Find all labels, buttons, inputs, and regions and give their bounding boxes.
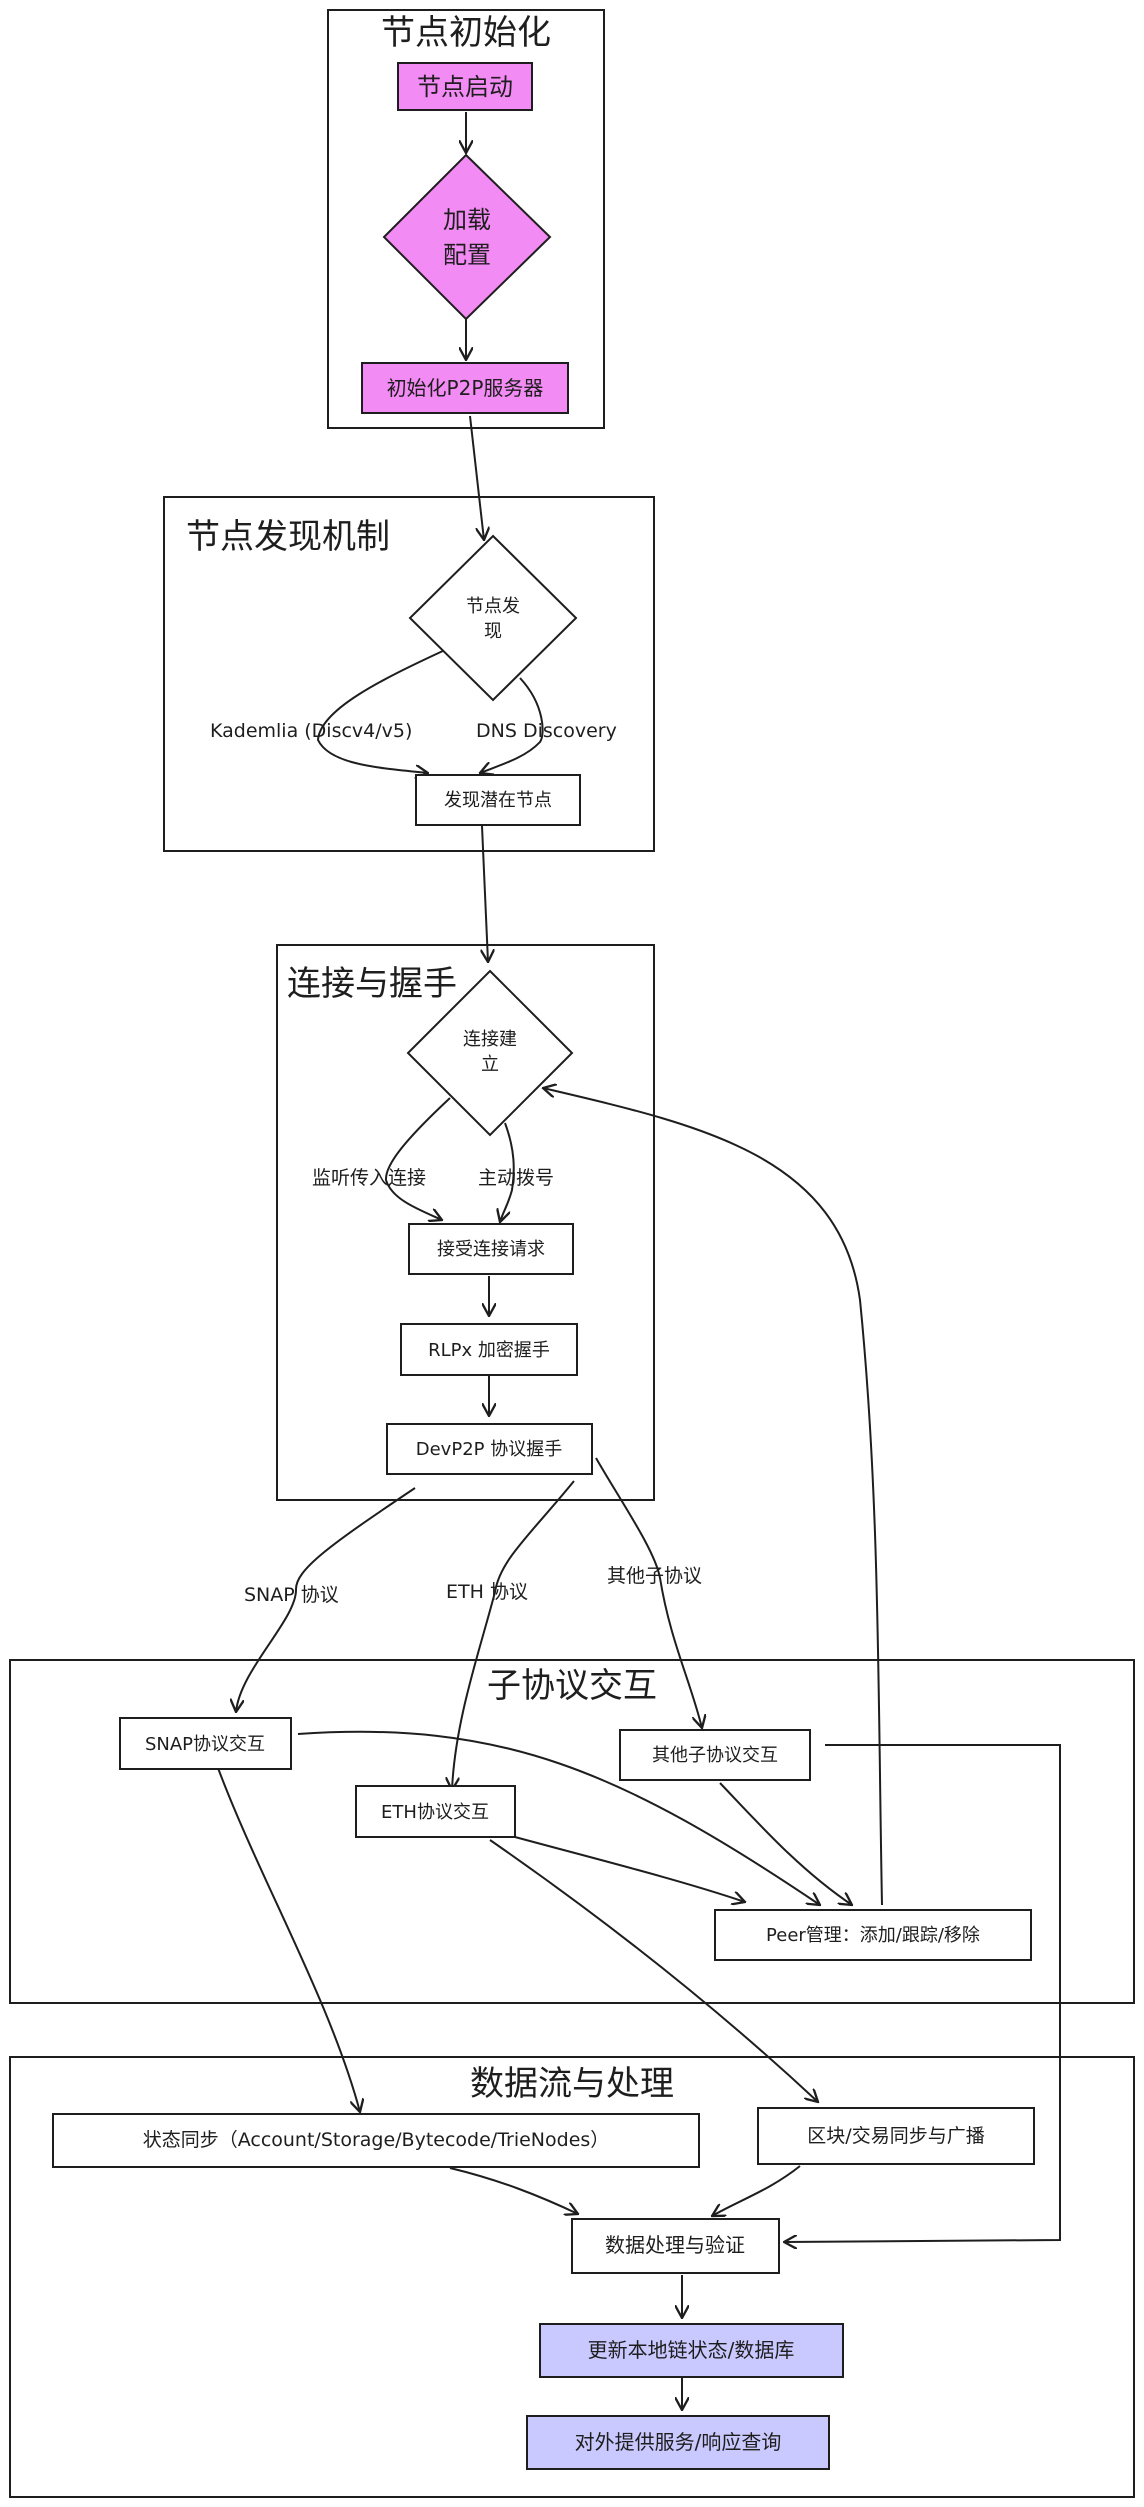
edge-found-connect	[482, 825, 488, 962]
node-other-interaction: 其他子协议交互	[619, 1729, 811, 1781]
node-connect-line2: 立	[481, 1054, 499, 1075]
node-accept: 接受连接请求	[408, 1223, 574, 1275]
node-snap-interaction-label: SNAP协议交互	[145, 1734, 265, 1755]
edge-devp2p-other	[595, 1457, 702, 1728]
edge-label-other: 其他子协议	[607, 1565, 702, 1587]
node-load-config-line1: 加载	[443, 206, 491, 234]
node-eth-interaction-label: ETH协议交互	[381, 1802, 489, 1823]
group-title-connect: 连接与握手	[287, 964, 457, 1004]
group-dataflow: 数据流与处理	[9, 2056, 1135, 2498]
group-title-dataflow: 数据流与处理	[470, 2064, 674, 2104]
node-block-sync: 区块/交易同步与广播	[757, 2107, 1035, 2165]
node-update-db: 更新本地链状态/数据库	[539, 2323, 844, 2378]
group-init: 节点初始化	[327, 9, 605, 429]
edge-devp2p-eth	[452, 1480, 575, 1790]
edge-devp2p-snap	[236, 1487, 416, 1712]
node-init-p2p-label: 初始化P2P服务器	[387, 376, 544, 400]
node-discovery-line1: 节点发	[466, 596, 520, 617]
edge-snap-state	[217, 1767, 360, 2112]
node-process: 数据处理与验证	[571, 2218, 780, 2274]
edge-peer-connect	[543, 1088, 883, 1906]
node-process-label: 数据处理与验证	[605, 2233, 745, 2257]
node-discovery: 节点发 现	[408, 534, 578, 702]
edge-listen	[384, 1097, 451, 1220]
node-state-sync-label: 状态同步（Account/Storage/Bytecode/TrieNodes）	[143, 2129, 610, 2151]
node-block-sync-label: 区块/交易同步与广播	[807, 2125, 984, 2147]
edge-snap-peer	[297, 1730, 820, 1905]
edge-labels: Kademlia (Discv4/v5) DNS Discovery 监听传入连…	[210, 720, 702, 1606]
node-discovery-line2: 现	[484, 621, 502, 642]
group-subproto: 子协议交互	[9, 1659, 1135, 2004]
node-init-p2p: 初始化P2P服务器	[361, 362, 569, 414]
edge-kademlia	[316, 649, 446, 773]
node-eth-interaction: ETH协议交互	[355, 1785, 516, 1838]
edge-label-snap: SNAP 协议	[244, 1584, 339, 1606]
edge-block-process	[712, 2165, 801, 2216]
node-load-config-line2: 配置	[443, 241, 491, 269]
edge-other-peer	[719, 1782, 852, 1905]
node-connect: 连接建 立	[406, 969, 574, 1137]
edge-init-discovery	[469, 415, 484, 540]
edge-label-kademlia: Kademlia (Discv4/v5)	[210, 720, 412, 742]
group-title-init: 节点初始化	[381, 13, 551, 53]
edge-label-dial: 主动拨号	[478, 1167, 554, 1189]
group-discovery: 节点发现机制	[163, 496, 655, 852]
edge-eth-block	[489, 1839, 818, 2102]
group-title-subproto: 子协议交互	[487, 1666, 657, 1706]
edge-other-process	[784, 1744, 1061, 2242]
node-start-label: 节点启动	[417, 73, 513, 101]
edge-dns	[480, 677, 544, 773]
node-load-config: 加载 配置	[382, 153, 552, 321]
group-connect: 连接与握手	[276, 944, 655, 1501]
group-title-discovery: 节点发现机制	[186, 517, 390, 557]
node-accept-label: 接受连接请求	[437, 1239, 545, 1260]
node-rlpx-label: RLPx 加密握手	[428, 1340, 550, 1361]
node-devp2p: DevP2P 协议握手	[386, 1423, 593, 1475]
node-snap-interaction: SNAP协议交互	[119, 1717, 292, 1770]
node-found-peers: 发现潜在节点	[415, 774, 581, 826]
node-devp2p-label: DevP2P 协议握手	[416, 1439, 562, 1460]
node-state-sync: 状态同步（Account/Storage/Bytecode/TrieNodes）	[52, 2113, 700, 2168]
edge-label-listen: 监听传入连接	[312, 1167, 426, 1189]
node-peer-management-label: Peer管理：添加/跟踪/移除	[766, 1925, 980, 1946]
node-rlpx: RLPx 加密握手	[400, 1323, 578, 1376]
edge-eth-peer	[514, 1836, 745, 1902]
edge-label-dns: DNS Discovery	[476, 720, 617, 742]
edge-label-eth: ETH 协议	[446, 1581, 528, 1603]
node-start: 节点启动	[397, 62, 533, 111]
node-serve: 对外提供服务/响应查询	[526, 2415, 830, 2470]
node-connect-line1: 连接建	[463, 1029, 517, 1050]
node-serve-label: 对外提供服务/响应查询	[575, 2430, 782, 2454]
edge-dial	[500, 1122, 515, 1222]
node-found-peers-label: 发现潜在节点	[444, 790, 552, 811]
edge-state-process	[449, 2167, 578, 2214]
node-other-interaction-label: 其他子协议交互	[652, 1745, 778, 1766]
node-update-db-label: 更新本地链状态/数据库	[588, 2338, 795, 2362]
edges	[217, 112, 1061, 2410]
node-peer-management: Peer管理：添加/跟踪/移除	[714, 1909, 1032, 1961]
